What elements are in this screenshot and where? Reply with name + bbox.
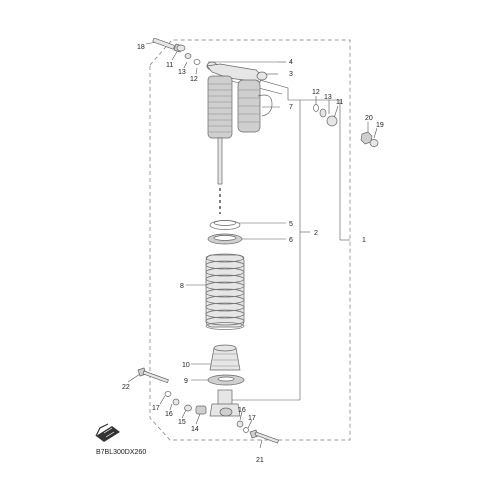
callout-20: 20	[365, 115, 373, 122]
coil-spring-8-part	[205, 253, 245, 330]
diagram-code: B7BL300DX260	[96, 449, 146, 456]
callout-17-right: 17	[248, 415, 256, 422]
callout-12-top: 12	[190, 76, 198, 83]
bolt-22-part	[137, 367, 169, 384]
callout-21: 21	[256, 457, 264, 464]
callout-17-left: 17	[152, 405, 160, 412]
washer-16-bottom-right-part	[236, 420, 244, 428]
collar-11-top-part	[176, 44, 186, 52]
callout-12-right: 12	[312, 89, 320, 96]
callout-8: 8	[180, 283, 184, 290]
washer-15-part	[184, 404, 192, 412]
callout-14: 14	[191, 426, 199, 433]
collar-11-right-part	[326, 115, 338, 127]
callout-5: 5	[289, 221, 293, 228]
callout-3: 3	[289, 71, 293, 78]
callout-16-right: 16	[238, 407, 246, 414]
bushing-14-part	[195, 405, 207, 415]
callout-11-top: 11	[166, 62, 173, 69]
plate-9-part	[207, 374, 245, 386]
lower-mount-part	[209, 389, 241, 417]
bump-rubber-10-part	[209, 344, 241, 371]
callout-16-left: 16	[165, 411, 173, 418]
assembly-boundary-dashed	[149, 39, 351, 441]
callout-1: 1	[362, 237, 366, 244]
callout-2: 2	[314, 230, 318, 237]
callout-7: 7	[289, 104, 293, 111]
spring-guide-6-part	[207, 233, 243, 245]
callout-11-right: 11	[336, 99, 343, 106]
spring-seat-5-part	[209, 220, 241, 230]
washer-13-top-part	[184, 53, 192, 59]
callout-19: 19	[376, 122, 384, 129]
washer-16-bottom-left-part	[172, 398, 180, 406]
washer-17-bottom-right-part	[243, 427, 249, 433]
cap-19-part	[369, 139, 379, 147]
washer-17-bottom-left-part	[164, 391, 172, 397]
callout-4: 4	[289, 59, 293, 66]
washer-13-right-part	[319, 108, 327, 118]
callout-18: 18	[137, 44, 145, 51]
callout-22: 22	[122, 384, 130, 391]
callout-9: 9	[184, 378, 188, 385]
callout-13-top: 13	[178, 69, 186, 76]
callout-15: 15	[178, 419, 186, 426]
shock-absorber-part	[206, 61, 273, 214]
callout-10: 10	[182, 362, 190, 369]
bolt-21-part	[249, 429, 280, 444]
washer-12-top-part	[193, 59, 201, 65]
front-direction-arrow-icon	[95, 423, 120, 442]
leader-lines	[127, 41, 378, 449]
callout-13-right: 13	[324, 94, 332, 101]
washer-12-right-part	[313, 104, 319, 112]
callout-6: 6	[289, 237, 293, 244]
